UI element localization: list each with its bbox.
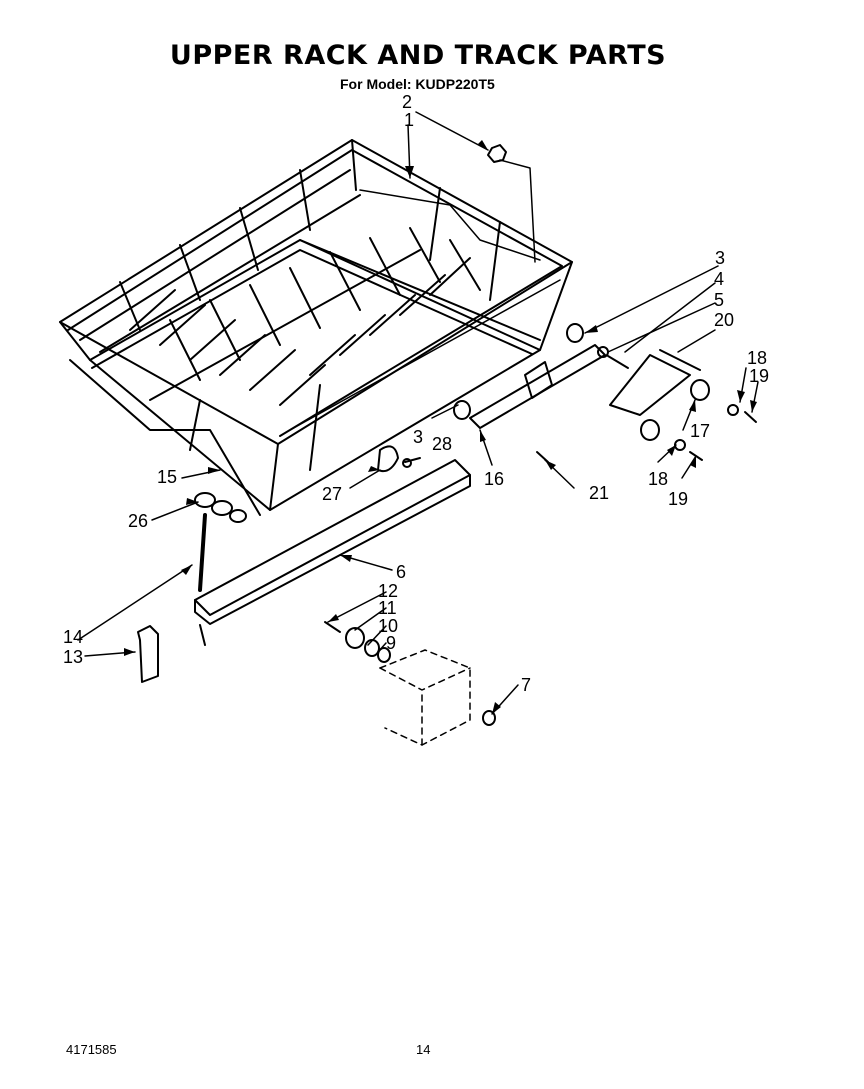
track-rail-6: [194, 459, 471, 646]
callout-6: 6: [396, 562, 406, 582]
callout-11: 11: [378, 598, 397, 618]
wheel-17-lower: [640, 419, 660, 441]
track-end-housing: [379, 649, 471, 746]
callout-1: 1: [404, 110, 414, 130]
callout-28: 28: [432, 434, 452, 454]
washer-18-upper: [727, 404, 739, 416]
page-number: 14: [416, 1042, 431, 1057]
end-cap-13: [137, 625, 159, 683]
callout-15: 15: [157, 467, 177, 487]
callout-19-upper: 19: [749, 366, 769, 386]
rack-stop-clip-26: [194, 492, 247, 523]
document-number: 4171585: [66, 1042, 117, 1057]
bracket-20: [609, 349, 701, 416]
screw-19-upper: [744, 411, 757, 423]
slide-rail-16: [469, 344, 606, 429]
upper-rack-basket: [59, 139, 573, 516]
wheel-17-upper: [690, 379, 710, 401]
callout-5: 5: [714, 290, 724, 310]
page-title: UPPER RACK AND TRACK PARTS: [169, 40, 667, 71]
callout-7: 7: [521, 675, 531, 695]
callout-14: 14: [63, 627, 83, 647]
callout-2: 2: [402, 92, 412, 112]
model-subtitle: For Model: KUDP220T5: [340, 76, 495, 92]
callout-4: 4: [714, 269, 724, 289]
callout-12: 12: [378, 581, 398, 601]
rack-clip-27: [377, 445, 412, 473]
callout-18-lower: 18: [648, 469, 668, 489]
callout-27: 27: [322, 484, 342, 504]
callout-19-lower: 19: [668, 489, 688, 509]
screw-28: [404, 457, 421, 463]
callout-16: 16: [484, 469, 504, 489]
arrowheads: [124, 140, 757, 714]
callout-labels: 2 1 3 4 5 20 18 19 17 18 19 21 16 3 28 2…: [63, 92, 769, 695]
nut-7: [482, 710, 496, 726]
nut-2: [487, 144, 507, 163]
callout-21: 21: [589, 483, 609, 503]
callout-13: 13: [63, 647, 83, 667]
callout-20: 20: [714, 310, 734, 330]
callout-9: 9: [386, 633, 396, 653]
callout-26: 26: [128, 511, 148, 531]
callout-10: 10: [378, 616, 398, 636]
roller-3-upper: [566, 323, 584, 343]
callout-leaders: [77, 111, 759, 715]
callout-18-upper: 18: [747, 348, 767, 368]
roller-3-lower: [453, 400, 471, 420]
callout-3-lower: 3: [413, 427, 423, 447]
callout-17: 17: [690, 421, 710, 441]
rod-14: [198, 513, 207, 592]
callout-3-upper: 3: [715, 248, 725, 268]
